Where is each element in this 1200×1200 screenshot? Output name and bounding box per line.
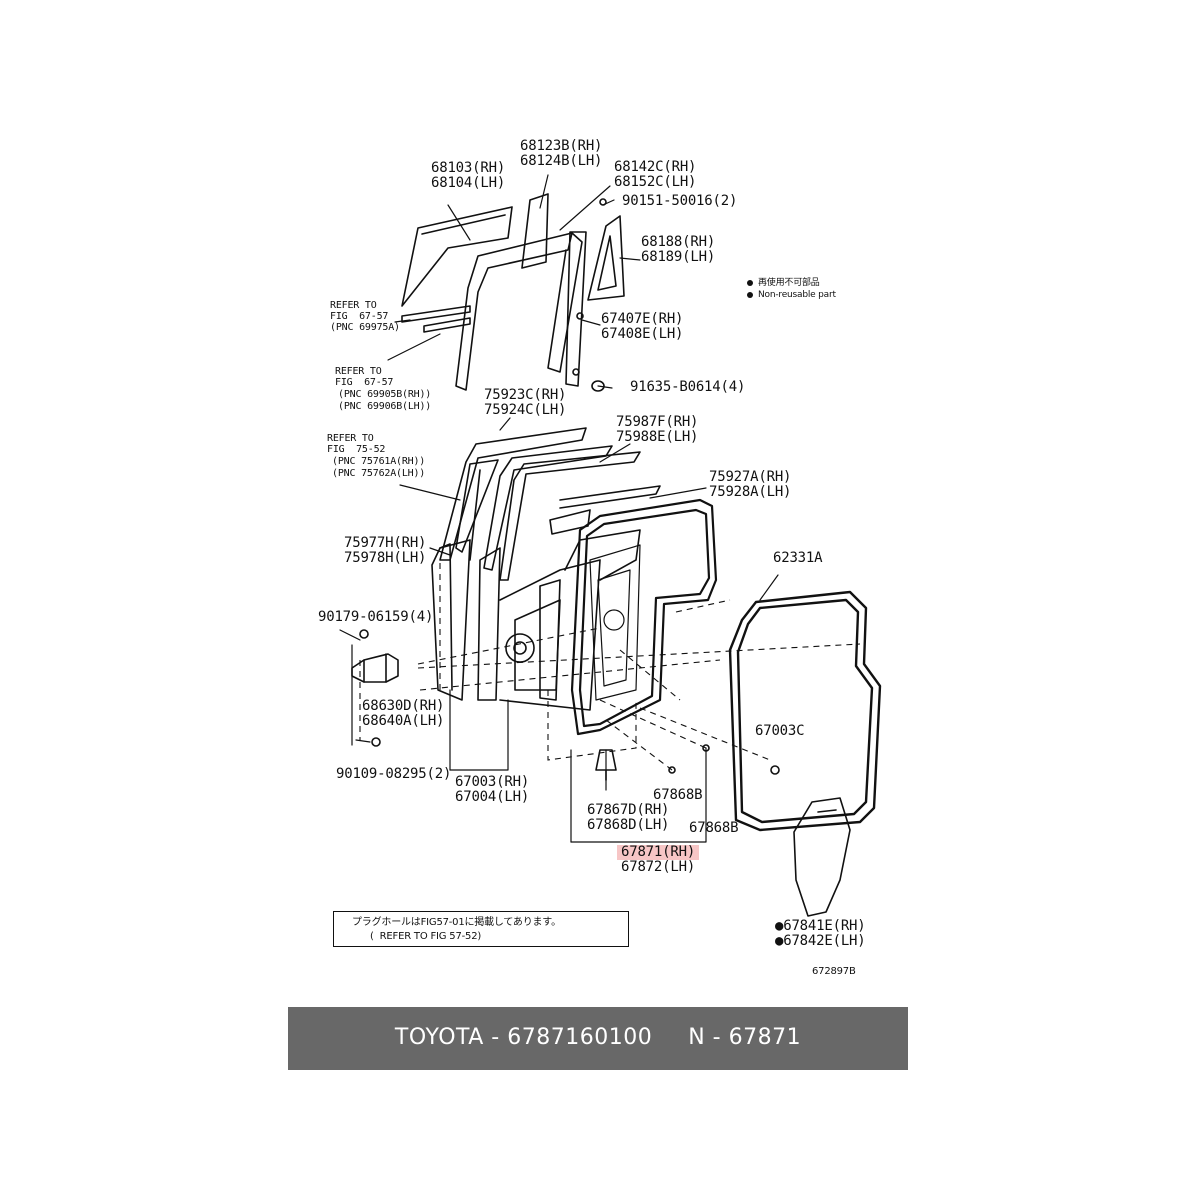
refer-note-3-line2: FIG 75-52 [327,444,386,455]
label-68188: 68188(RH) [641,234,716,250]
reference-strips [401,305,471,333]
label-67841e: ●67841E(RH) [775,918,866,934]
label-75927a: 75927A(RH) [709,469,792,485]
footer-text: TOYOTA - 6787160100 N - 67871 [288,1025,908,1050]
refer-note-3-line1: REFER TO [327,433,374,444]
label-67868d: 67868D(LH) [587,817,670,833]
label-75988e: 75988E(LH) [616,429,699,445]
note-box: プラグホールはFIG57-01に掲載してあります。 ( REFER TO FIG… [333,911,629,947]
label-90109: 90109-08295(2) [336,766,452,782]
label-75977h: 75977H(RH) [344,535,427,551]
note-line-2: ( REFER TO FIG 57-52) [370,931,482,942]
label-67407e: 67407E(RH) [601,311,684,327]
label-67868b-lower: 67868B [689,820,739,836]
label-67842e: ●67842E(LH) [775,933,866,949]
legend-jp: 再使用不可部品 [758,278,820,288]
bolt-part [595,744,710,781]
label-67408e: 67408E(LH) [601,326,684,342]
label-68123b: 68123B(RH) [520,138,603,154]
label-67871-highlighted: 67871(RH) [617,845,700,860]
door-outer-frames [431,427,661,711]
seal-clip [770,765,780,775]
label-90179: 90179-06159(4) [318,609,434,625]
hinge-part [351,629,399,747]
clip-part [591,198,607,392]
label-67867d: 67867D(RH) [587,802,670,818]
legend-en: Non-reusable part [758,290,836,300]
refer-note-3-line3: (PNC 75761A(RH)) [332,456,426,467]
door-seal-part [728,590,882,832]
label-90151: 90151-50016(2) [622,193,738,209]
label-68104: 68104(LH) [431,175,506,191]
label-68124b: 68124B(LH) [520,153,603,169]
label-68640a: 68640A(LH) [362,713,445,729]
label-75924c: 75924C(LH) [484,402,567,418]
footer-ref: N - 67871 [688,1025,802,1050]
label-68630d: 68630D(RH) [362,698,445,714]
corner-piece-part [587,215,625,301]
refer-note-3-line4: (PNC 75762A(LH)) [332,468,426,479]
refer-note-2-line2: FIG 67-57 [335,377,394,388]
refer-note-2-line1: REFER TO [335,366,382,377]
refer-note-2-line4: (PNC 69906B(LH)) [338,401,432,412]
label-67003: 67003(RH) [455,774,530,790]
label-67003c: 67003C [755,723,805,739]
footer-brand-part: TOYOTA - 6787160100 [394,1025,653,1050]
hole-cover-part [793,797,851,917]
label-75928a: 75928A(LH) [709,484,792,500]
center-sash-part [565,231,587,387]
run-channel-part [455,232,583,391]
figure-number: 672897B [812,966,856,977]
label-91635: 91635-B0614(4) [630,379,746,395]
refer-note-1-line2: FIG 67-57 [330,311,389,322]
part-number-footer: TOYOTA - 6787160100 N - 67871 [288,1007,908,1070]
label-62331a: 62331A [773,550,823,566]
label-75987f: 75987F(RH) [616,414,699,430]
door-weatherstrip-part [570,498,718,736]
window-glass-part [401,206,513,307]
refer-note-1-line3: (PNC 69975A) [330,322,400,333]
inner-panel-part [589,544,641,701]
label-67004: 67004(LH) [455,789,530,805]
label-75978h: 75978H(LH) [344,550,427,566]
label-75923c: 75923C(RH) [484,387,567,403]
refer-note-1-line1: REFER TO [330,300,377,311]
note-line-1: プラグホールはFIG57-01に掲載してあります。 [352,917,561,928]
label-67868b-upper: 67868B [653,787,703,803]
label-68103: 68103(RH) [431,160,506,176]
label-68142c: 68142C(RH) [614,159,697,175]
label-68189: 68189(LH) [641,249,716,265]
label-67872: 67872(LH) [621,859,696,875]
label-68152c: 68152C(LH) [614,174,697,190]
refer-note-2-line3: (PNC 69905B(RH)) [338,389,432,400]
